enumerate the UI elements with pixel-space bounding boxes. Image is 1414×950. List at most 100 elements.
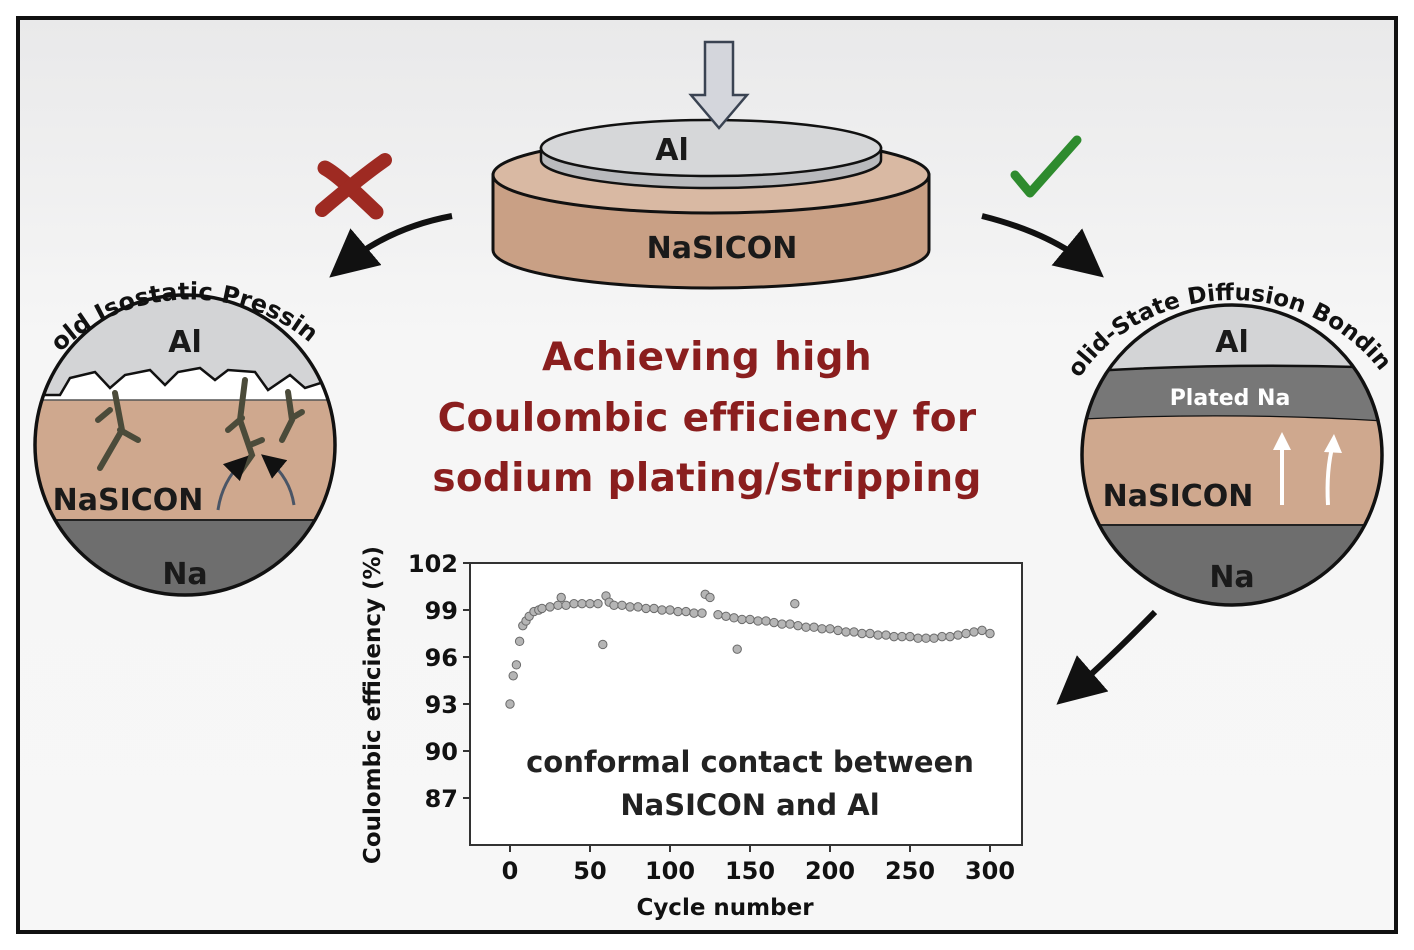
ion-flow-arrow-icon [216,455,249,511]
data-point [790,599,800,609]
data-point [969,627,979,637]
data-point [556,592,566,603]
left-nasicon-label: NaSICON [53,483,204,518]
data-point [881,630,891,640]
data-point [641,603,651,614]
data-point [737,614,747,625]
arrow-to-chart [1056,609,1158,705]
x-tick-label: 0 [502,857,519,885]
left-panel: Al NaSICON Na Cold Isostatic Pressing [0,0,337,597]
data-point [873,630,883,640]
right-panel-outline [1080,303,1384,607]
chart-y-axis: 87 90 93 96 99 102 [408,550,470,813]
arrow-to-left-panel [329,213,453,278]
right-na-label: Na [1209,560,1254,595]
data-point [673,606,683,617]
data-point [945,631,955,642]
y-tick-label: 96 [425,644,458,672]
x-tick-label: 50 [573,857,606,885]
data-point [761,616,771,626]
y-tick-label: 90 [425,738,458,766]
data-point [985,628,995,639]
chart-points [505,589,995,709]
data-point [809,622,819,632]
data-point [849,627,859,637]
left-na-label: Na [162,557,207,592]
y-tick-label: 87 [425,785,458,813]
data-point [689,608,699,618]
data-point [897,631,907,642]
y-tick-label: 93 [425,691,458,719]
data-point [553,600,563,610]
data-point [865,628,875,639]
data-point [817,624,827,634]
data-point [598,639,608,650]
data-point [697,608,707,618]
data-point [649,603,659,614]
chart-x-axis-label: Cycle number [636,895,814,921]
ion-flow-arrow-icon [261,454,296,506]
x-tick-label: 300 [965,857,1015,885]
data-point [511,660,522,670]
right-al-label: Al [1215,325,1249,360]
data-point [793,620,803,631]
dendrite-icon [279,389,305,443]
center-stack: Al NaSICON [491,40,931,290]
center-nasicon-label: NaSICON [647,231,798,266]
left-void-gap [35,366,335,404]
chart-caption-line-1: conformal contact between [526,745,974,779]
x-tick-label: 100 [645,857,695,885]
data-point [929,633,939,643]
data-point [633,602,643,612]
title-line-1: Achieving high [542,335,872,380]
al-disk-top [539,118,883,178]
x-tick-label: 200 [805,857,855,885]
chart-y-axis-label: Coulombic efficiency (%) [360,546,386,864]
data-point [681,606,691,617]
dendrite-icon [95,390,141,471]
title-line-3: sodium plating/stripping [432,456,982,501]
data-point [841,627,851,637]
data-point [785,619,795,629]
data-point [777,619,787,629]
data-point [769,617,779,628]
data-point [913,633,923,643]
data-point [508,671,518,681]
data-point [537,603,547,614]
pressure-arrow-icon [688,40,750,130]
data-point [569,599,579,609]
data-point [905,631,915,642]
check-mark-icon [1010,135,1082,198]
data-point [505,699,515,709]
chart-caption-line-2: NaSICON and Al [620,788,880,822]
data-point [753,616,763,626]
data-point [745,614,755,625]
x-tick-label: 150 [725,857,775,885]
data-point [705,592,715,603]
data-point [857,628,867,639]
title-line-2: Coulombic efficiency for [437,396,977,441]
left-panel-title: Cold Isostatic Pressing [0,0,324,357]
data-point [593,599,603,609]
arrow-to-right-panel [981,213,1104,278]
data-point [713,610,723,620]
data-point [625,602,635,612]
x-tick-label: 250 [885,857,935,885]
y-tick-label: 99 [425,597,458,625]
data-point [665,605,675,615]
data-point [514,636,525,647]
data-point [921,633,931,643]
data-point [545,602,555,612]
data-point [953,630,963,640]
data-point [977,625,987,636]
data-point [729,613,739,623]
data-point [609,600,619,610]
right-plated-na-label: Plated Na [1170,386,1291,411]
data-point [961,628,971,639]
cross-mark-icon [315,153,392,220]
center-al-label: Al [655,133,689,168]
chart-x-axis: 0 50 100 150 200 250 300 [502,845,1015,885]
data-point [801,622,811,632]
y-tick-label: 102 [408,550,458,578]
